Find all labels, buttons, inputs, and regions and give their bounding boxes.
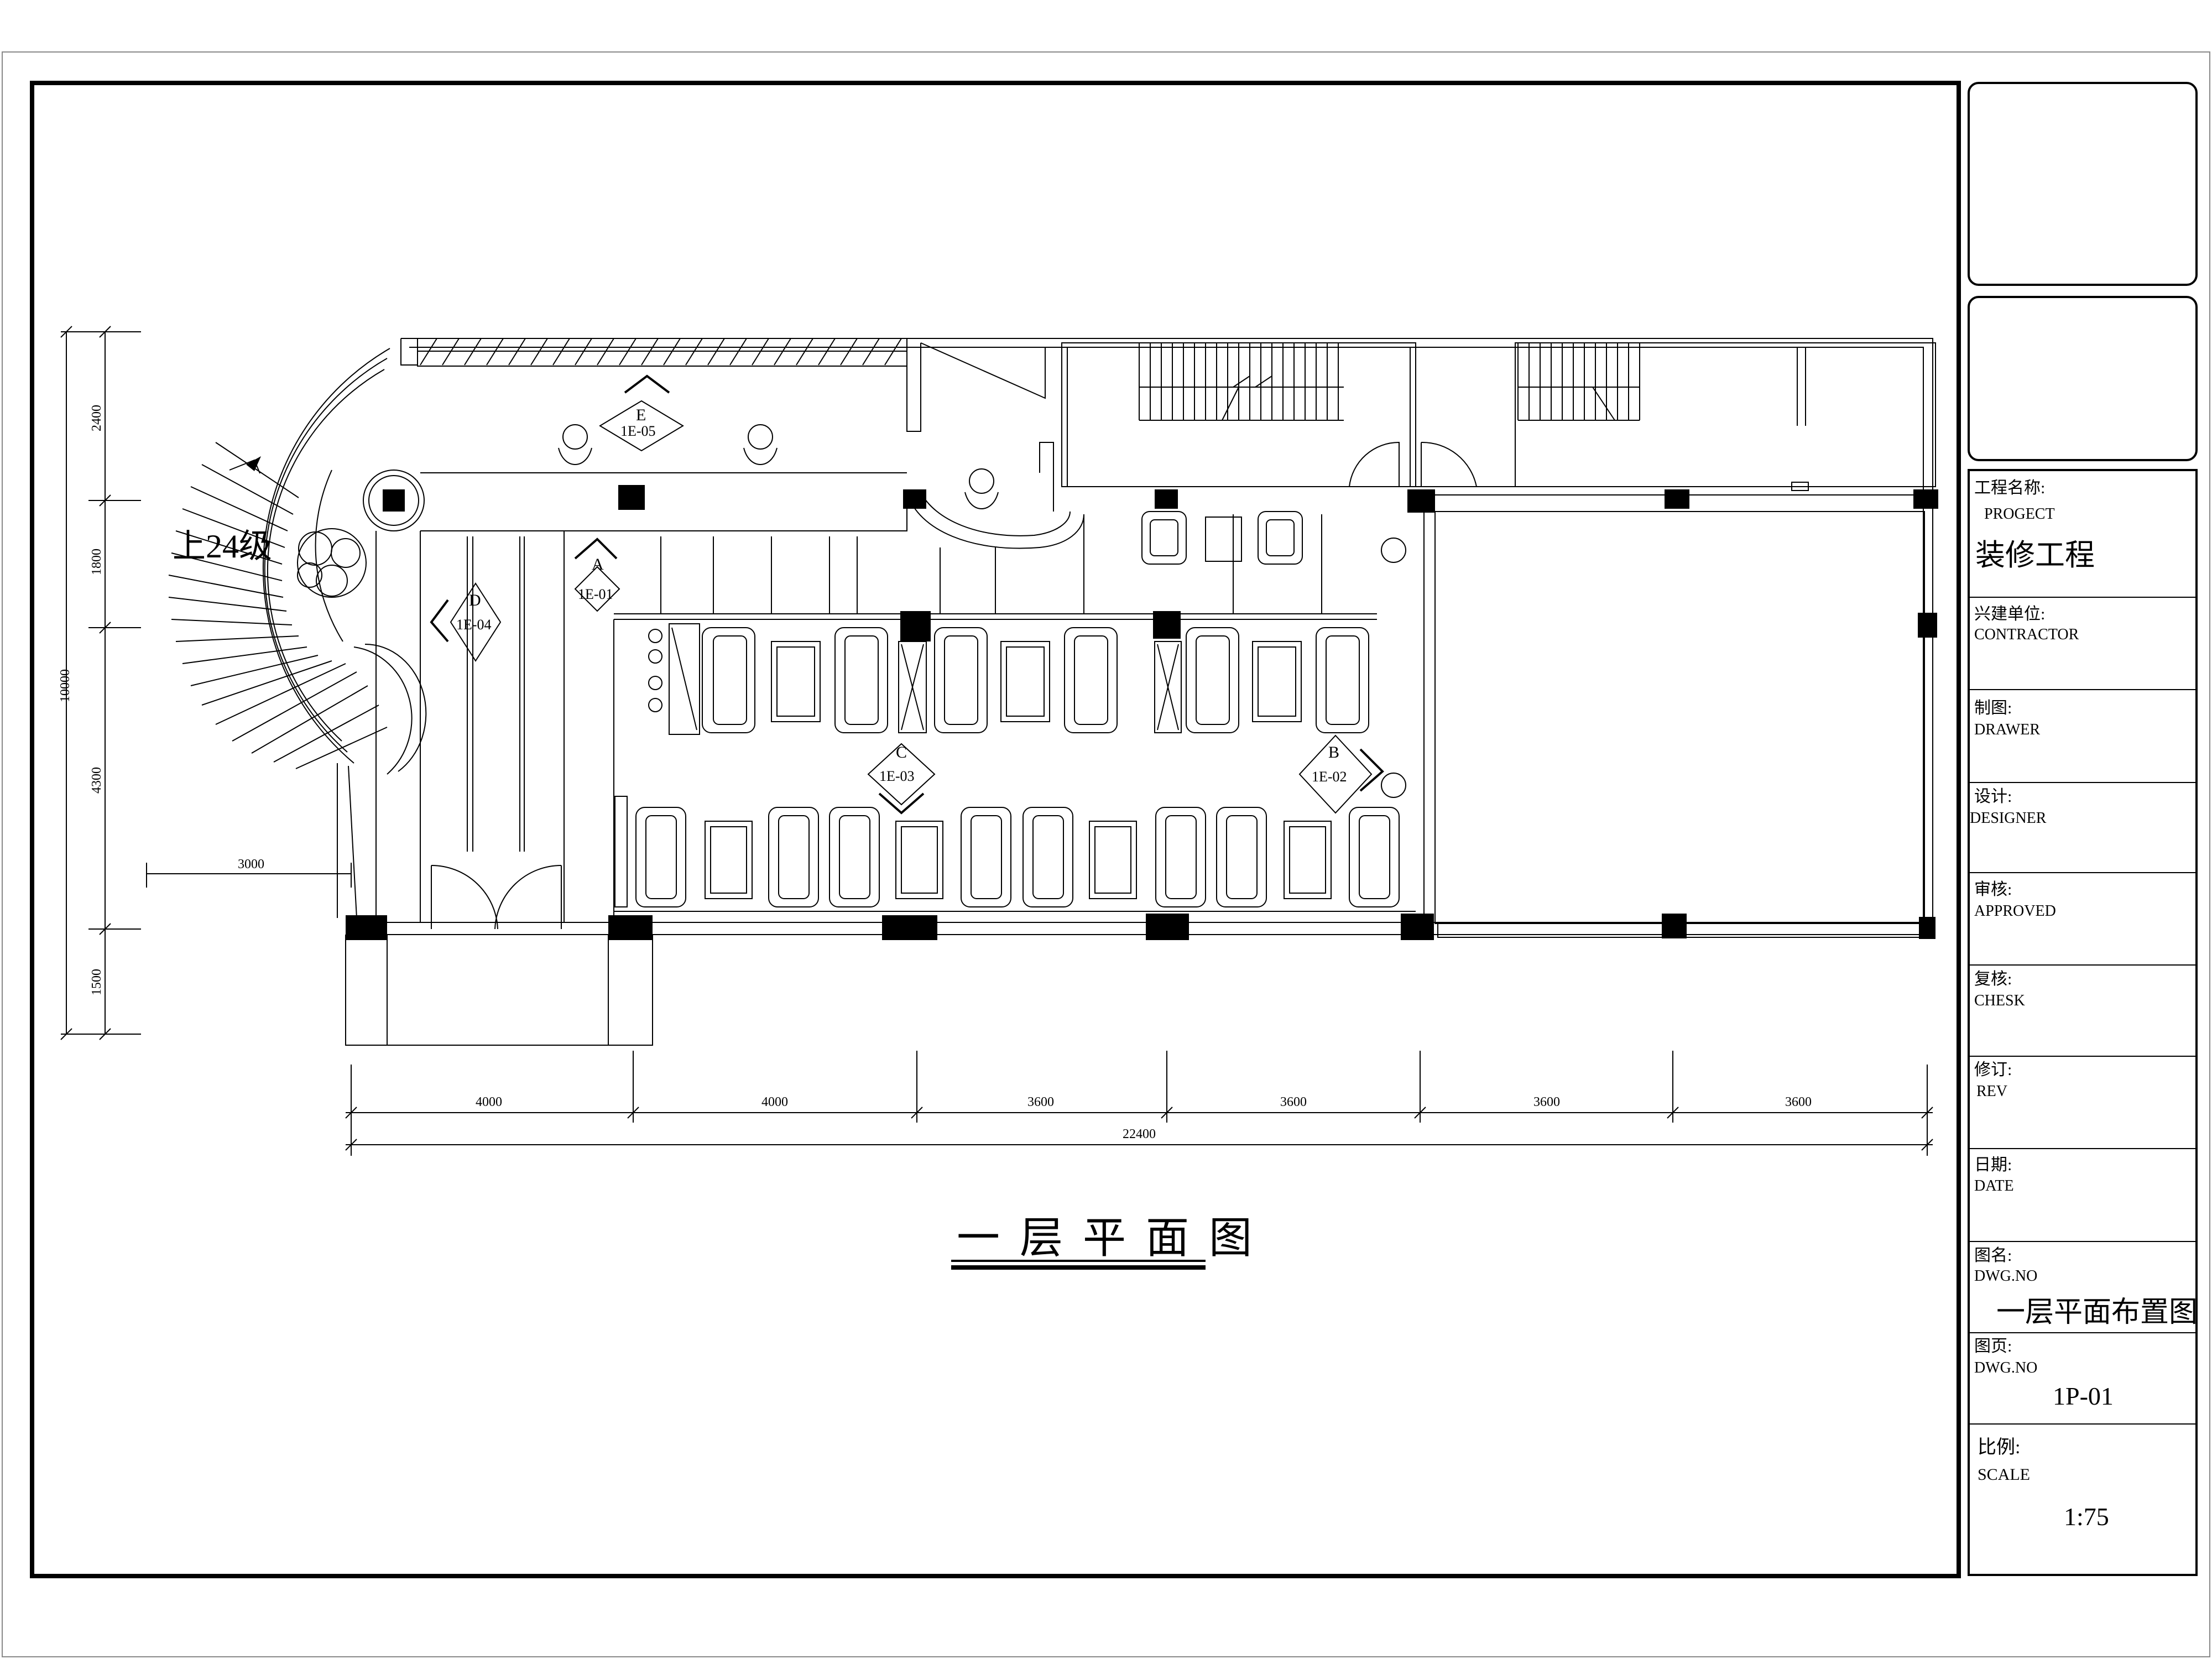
service-stair-2 bbox=[1517, 343, 1640, 421]
stair-treads bbox=[168, 442, 388, 769]
check-label-cn: 复核: bbox=[1974, 970, 2012, 988]
dim-h-4: 3600 bbox=[1280, 1095, 1307, 1109]
title-box-top-2 bbox=[1968, 296, 2198, 461]
entrance-door bbox=[431, 864, 562, 930]
approved-label-en: APPROVED bbox=[1974, 902, 2056, 920]
stair-direction-label: 上24级 bbox=[173, 528, 272, 565]
lounge-chairs bbox=[1141, 511, 1303, 565]
designer-label-cn: 设计: bbox=[1974, 787, 2012, 806]
structural-columns bbox=[346, 485, 1938, 940]
dwg-name-label-cn: 图名: bbox=[1974, 1246, 2012, 1265]
plan-title-group: 一层平面图 bbox=[951, 1214, 1272, 1270]
marker-c-letter: C bbox=[896, 743, 907, 761]
right-hall bbox=[1423, 495, 1925, 924]
title-box-top-1 bbox=[1968, 82, 2198, 286]
dim-v-1: 2400 bbox=[90, 405, 104, 431]
horizontal-dimensions: 4000 4000 3600 3600 3600 3600 22400 bbox=[345, 1051, 1933, 1156]
vertical-dimensions: 2400 1800 4300 1500 10000 bbox=[58, 326, 141, 1040]
dim-h-1: 4000 bbox=[476, 1095, 502, 1109]
section-marker-c: C 1E-03 bbox=[867, 743, 936, 815]
project-label-cn: 工程名称: bbox=[1974, 479, 2045, 497]
title-table bbox=[1968, 469, 2198, 1576]
section-marker-e: E 1E-05 bbox=[599, 374, 684, 452]
title-row-dividers bbox=[1969, 597, 2197, 1425]
dwg-page-label-en: DWG.NO bbox=[1974, 1359, 2037, 1376]
dim-h-5: 3600 bbox=[1533, 1095, 1560, 1109]
dim-h-2: 4000 bbox=[761, 1095, 788, 1109]
dwg-page-label-cn: 图页: bbox=[1974, 1337, 2012, 1355]
people-figures bbox=[558, 424, 999, 509]
drawing-frame bbox=[30, 81, 1961, 1578]
marker-d-ref: 1E-04 bbox=[456, 617, 492, 633]
marker-d-letter: D bbox=[469, 591, 481, 609]
service-stair-1 bbox=[1139, 343, 1344, 421]
designer-label-en: DESIGNER bbox=[1970, 810, 2047, 827]
top-window-band bbox=[417, 338, 1046, 432]
scale-value: 1:75 bbox=[2064, 1503, 2109, 1531]
section-marker-b: B 1E-02 bbox=[1298, 734, 1384, 814]
scale-label-cn: 比例: bbox=[1978, 1437, 2020, 1458]
dwg-name-value: 一层平面布置图 bbox=[1996, 1297, 2198, 1328]
dim-v-2: 1800 bbox=[90, 549, 104, 575]
approved-label-cn: 审核: bbox=[1974, 880, 2012, 899]
marker-e-letter: E bbox=[636, 406, 646, 424]
date-label-en: DATE bbox=[1974, 1177, 2014, 1194]
rev-label-cn: 修订: bbox=[1974, 1061, 2012, 1079]
rev-label-en: REV bbox=[1976, 1083, 2007, 1100]
drawer-label-en: DRAWER bbox=[1974, 721, 2040, 738]
marker-e-ref: 1E-05 bbox=[620, 423, 656, 439]
marker-a-ref: 1E-01 bbox=[578, 586, 613, 602]
dim-v-3: 4300 bbox=[90, 767, 104, 794]
plant-cluster bbox=[297, 528, 367, 598]
stairwell-rooms bbox=[1061, 342, 1936, 495]
contractor-label-cn: 兴建单位: bbox=[1974, 605, 2045, 623]
stair-width-dimension: 3000 bbox=[146, 857, 352, 888]
dim-stair-width: 3000 bbox=[238, 857, 264, 872]
dim-v-total: 10000 bbox=[58, 669, 72, 702]
potted-plants bbox=[648, 538, 1406, 798]
lower-booths bbox=[614, 796, 1400, 907]
check-label-en: CHESK bbox=[1974, 992, 2025, 1009]
section-marker-a: A 1E-01 bbox=[574, 538, 620, 612]
sheet-outer-border bbox=[2, 51, 2210, 1657]
contractor-label-en: CONTRACTOR bbox=[1974, 626, 2079, 643]
project-value: 装修工程 bbox=[1975, 539, 2095, 572]
entrance-porch bbox=[345, 935, 653, 1046]
title-block: 工程名称: PROGECT 装修工程 兴建单位: CONTRACTOR 制图: … bbox=[1968, 82, 2198, 1576]
upper-booths bbox=[669, 623, 1369, 735]
section-marker-d: D 1E-04 bbox=[430, 582, 502, 662]
marker-b-letter: B bbox=[1328, 743, 1339, 761]
plan-title: 一层平面图 bbox=[957, 1214, 1272, 1262]
dim-h-6: 3600 bbox=[1785, 1095, 1812, 1109]
spiral-staircase: 上24级 bbox=[168, 348, 427, 919]
entrance-walls bbox=[375, 472, 1416, 922]
dim-h-3: 3600 bbox=[1027, 1095, 1054, 1109]
floor-tile-strips bbox=[467, 514, 1322, 852]
drawer-label-cn: 制图: bbox=[1974, 699, 2012, 717]
floor-plan: 上24级 bbox=[58, 326, 1938, 1270]
dim-h-total: 22400 bbox=[1123, 1127, 1156, 1141]
dwg-page-value: 1P-01 bbox=[2053, 1382, 2114, 1410]
round-column bbox=[363, 469, 425, 531]
scale-label-en: SCALE bbox=[1978, 1465, 2030, 1484]
marker-b-ref: 1E-02 bbox=[1312, 769, 1347, 785]
project-label-en: PROGECT bbox=[1984, 505, 2055, 523]
marker-c-ref: 1E-03 bbox=[879, 768, 915, 784]
marker-a-letter: A bbox=[592, 555, 604, 573]
reception-counter bbox=[906, 442, 1084, 549]
dwg-name-label-en: DWG.NO bbox=[1974, 1267, 2037, 1285]
date-label-cn: 日期: bbox=[1974, 1156, 2012, 1174]
dim-v-4: 1500 bbox=[90, 969, 104, 995]
